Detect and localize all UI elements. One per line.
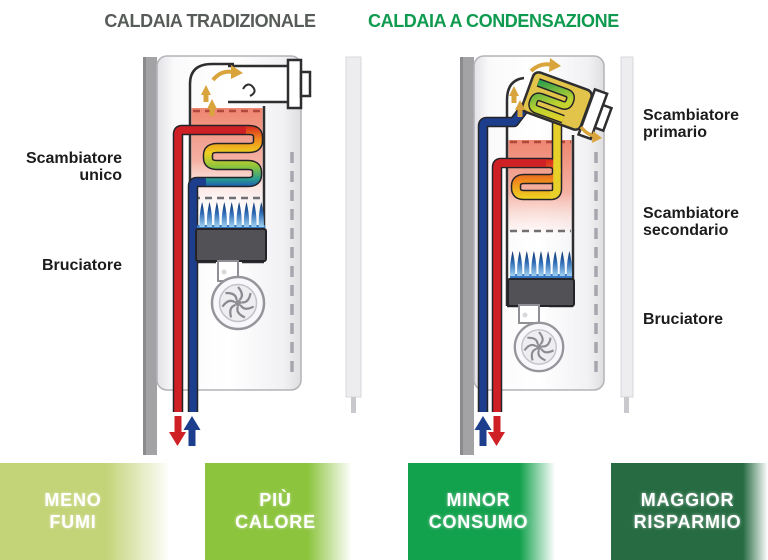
fan-icon [513,304,565,373]
hot-water-pipe [493,159,546,412]
burner-flames [197,202,265,230]
wall-bar [143,57,157,455]
label-scambiatore-secondario: Scambiatore secondario [643,205,740,240]
boiler-diagrams [143,55,634,455]
label-scambiatore-primario: Scambiatore primario [643,107,740,142]
primary-exchanger-coil [491,118,563,412]
band-meno-fumi: MENO FUMI [0,463,170,560]
heat-exchanger-coil [172,124,264,412]
title-condensing-boiler: CALDAIA A CONDENSAZIONE [368,11,619,31]
band-maggior-risparmio: MAGGIOR RISPARMIO [611,463,768,560]
exhaust-arrows-icon [201,65,243,116]
band-label-meno-fumi: MENO FUMI [44,489,102,532]
traditional-boiler-drawing [143,55,362,455]
label-bruciatore-left: Bruciatore [41,257,122,274]
flue-duct [228,58,312,110]
flow-arrow-up [474,416,492,446]
burner-box [195,228,267,262]
band-piu-calore: PIÙ CALORE [205,463,352,560]
label-scambiatore-unico: Scambiatore unico [25,150,122,185]
band-minor-consumo: MINOR CONSUMO [408,463,555,560]
label-bruciatore-right: Bruciatore [643,311,724,328]
band-label-maggior-risparmio: MAGGIOR RISPARMIO [633,489,742,532]
cold-return-pipe [477,101,532,412]
burner-flames [510,251,572,279]
side-strip [345,56,362,413]
cold-water-pipe [189,178,206,412]
flow-arrow-down [488,416,505,446]
burner-box [507,278,575,307]
band-label-piu-calore: PIÙ CALORE [235,489,316,532]
heat-zone [191,108,263,205]
title-traditional-boiler: CALDAIA TRADIZIONALE [104,11,316,31]
side-strip [620,56,634,413]
wall-bar [460,57,474,455]
flow-arrow-down [169,416,186,446]
band-label-minor-consumo: MINOR CONSUMO [428,489,529,532]
secondary-exchanger [521,71,593,131]
benefit-bands: MENO FUMI PIÙ CALORE MINOR CONSUMO MAGGI… [0,463,768,560]
condensate-pipe [547,118,561,199]
fan-icon [210,260,266,331]
flow-arrow-up [183,416,201,446]
exhaust-arrows-icon [509,58,602,143]
condensing-boiler-drawing [460,55,634,455]
hot-water-pipe [174,126,246,412]
